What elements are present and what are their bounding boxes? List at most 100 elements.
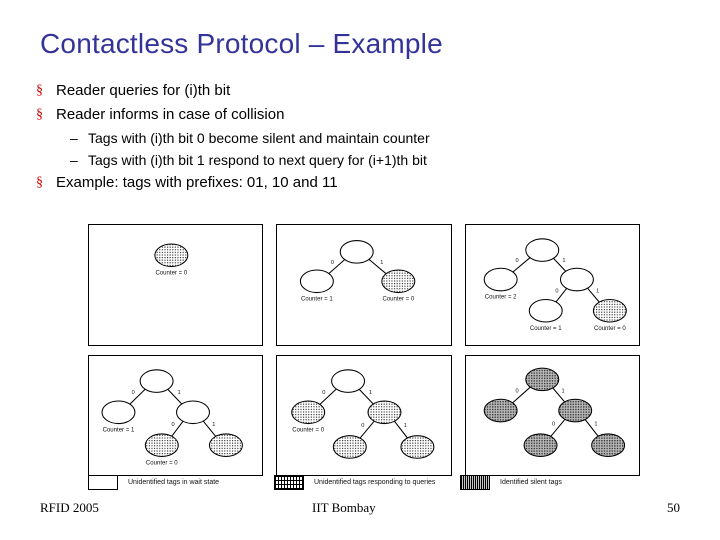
bullet-text: Reader queries for (i)th bit bbox=[56, 82, 231, 99]
tree-node bbox=[340, 240, 375, 264]
edge-label: 0 bbox=[331, 260, 334, 266]
edge-label: 1 bbox=[404, 423, 407, 429]
tree-panel: 0 1 0 1 bbox=[464, 354, 640, 476]
tree-edge bbox=[166, 387, 183, 405]
tree-panel: Counter = 0 bbox=[88, 224, 264, 346]
tree-node bbox=[367, 399, 402, 424]
bullet-text: Tags with (i)th bit 1 respond to next qu… bbox=[88, 152, 427, 168]
edge-label: 0 bbox=[555, 289, 558, 295]
tree-node bbox=[483, 267, 518, 292]
tree-edge bbox=[584, 418, 599, 437]
tree-node bbox=[557, 398, 592, 422]
tree-edge bbox=[586, 287, 600, 303]
tree-edge bbox=[128, 387, 147, 405]
tree-edge bbox=[394, 420, 409, 439]
tree-node bbox=[381, 269, 416, 294]
bullet-text: Tags with (i)th bit 0 become silent and … bbox=[88, 130, 430, 146]
node-counter-label: Counter = 0 bbox=[146, 460, 178, 466]
tree-node bbox=[592, 298, 627, 323]
tree-edge bbox=[511, 385, 532, 404]
bullet-marker-icon: – bbox=[70, 152, 78, 168]
node-counter-label: Counter = 1 bbox=[529, 326, 561, 332]
footer-left: RFID 2005 bbox=[40, 500, 99, 515]
tree-edge bbox=[202, 419, 217, 437]
bullet-marker-icon: § bbox=[36, 175, 43, 190]
legend-label: Identified silent tags bbox=[500, 478, 562, 486]
node-counter-label: Counter = 1 bbox=[103, 427, 135, 433]
node-counter-label: Counter = 0 bbox=[594, 326, 626, 332]
edge-label: 0 bbox=[171, 422, 174, 428]
bullet-marker-icon: § bbox=[36, 107, 43, 122]
edge-label: 0 bbox=[132, 390, 135, 396]
tree-edge bbox=[549, 418, 566, 437]
tree-node bbox=[333, 434, 368, 459]
legend-label: Unidentified tags in wait state bbox=[128, 478, 220, 486]
tree-node bbox=[144, 432, 179, 457]
tree-node bbox=[483, 398, 518, 422]
bullet-marker-icon: – bbox=[70, 130, 78, 146]
bullet-list: §Reader queries for (i)th bit§Reader inf… bbox=[36, 80, 686, 194]
tree-node bbox=[523, 432, 558, 457]
page-title: Contactless Protocol – Example bbox=[40, 28, 443, 59]
edge-label: 1 bbox=[381, 260, 384, 266]
bullet-item: –Tags with (i)th bit 1 respond to next q… bbox=[36, 150, 686, 171]
tree-node bbox=[524, 238, 559, 262]
tree-edge bbox=[359, 419, 376, 439]
bullet-text: Reader informs in case of collision bbox=[56, 106, 285, 123]
legend-swatch-icon bbox=[460, 474, 490, 490]
tree-edge bbox=[554, 287, 568, 303]
node-counter-label: Counter = 0 bbox=[293, 427, 325, 433]
bullet-list-container: §Reader queries for (i)th bit§Reader inf… bbox=[36, 80, 686, 196]
slide-footer: RFID 2005 IIT Bombay 50 bbox=[40, 500, 680, 522]
tree-node bbox=[400, 434, 435, 459]
legend: Unidentified tags in wait state Unidentif… bbox=[88, 472, 648, 492]
legend-item: Identified silent tags bbox=[460, 474, 640, 490]
tree-node bbox=[139, 368, 174, 393]
edge-label: 0 bbox=[552, 421, 555, 427]
edge-label: 1 bbox=[369, 390, 372, 396]
tree-edge bbox=[368, 258, 388, 275]
tree-node bbox=[291, 399, 326, 424]
tree-node bbox=[101, 399, 136, 424]
footer-center: IIT Bombay bbox=[312, 500, 376, 515]
tree-node bbox=[208, 432, 243, 457]
tree-node bbox=[176, 399, 210, 424]
edge-label: 1 bbox=[212, 422, 215, 428]
edge-label: 1 bbox=[562, 258, 565, 264]
tree-edge bbox=[358, 387, 375, 405]
edge-label: 0 bbox=[362, 423, 365, 429]
footer-page-number: 50 bbox=[667, 500, 680, 515]
tree-node bbox=[590, 432, 625, 457]
node-counter-label: Counter = 2 bbox=[484, 295, 516, 301]
node-counter-label: Counter = 0 bbox=[155, 270, 187, 276]
tree-edge bbox=[551, 386, 566, 403]
edge-label: 1 bbox=[561, 388, 564, 394]
legend-label: Unidentified tags responding to queries bbox=[314, 478, 436, 486]
tree-node bbox=[559, 267, 594, 292]
tree-edge bbox=[319, 387, 338, 405]
edge-label: 0 bbox=[515, 258, 518, 264]
node-counter-label: Counter = 0 bbox=[383, 296, 415, 302]
legend-item: Unidentified tags in wait state bbox=[88, 474, 274, 490]
bullet-item: § Example: tags with prefixes: 01, 10 and… bbox=[36, 172, 686, 194]
node-counter-label: Counter = 1 bbox=[301, 296, 333, 302]
edge-label: 1 bbox=[594, 421, 597, 427]
bullet-item: § Reader informs in case of collision bbox=[36, 104, 686, 126]
tree-node bbox=[154, 243, 189, 268]
tree-node bbox=[300, 269, 335, 294]
edge-label: 0 bbox=[515, 388, 518, 394]
edge-label: 1 bbox=[596, 289, 599, 295]
bullet-text: Example: tags with prefixes: 01, 10 and … bbox=[56, 174, 338, 191]
bullet-item: –Tags with (i)th bit 0 become silent and… bbox=[36, 128, 686, 149]
bullet-item: §Reader queries for (i)th bit bbox=[36, 80, 686, 102]
legend-swatch-icon bbox=[88, 474, 118, 490]
edge-label: 1 bbox=[178, 390, 181, 396]
tree-edge bbox=[552, 257, 567, 273]
